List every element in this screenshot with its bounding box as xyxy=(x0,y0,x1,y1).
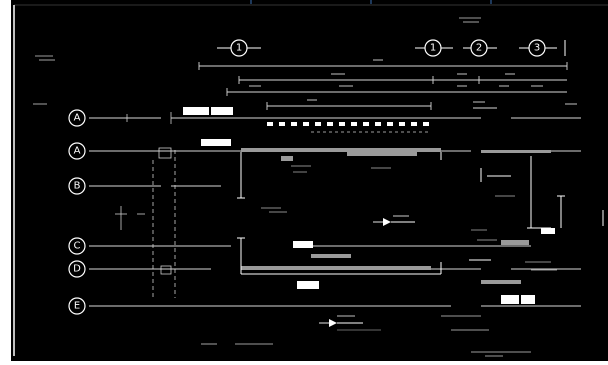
grid-bubble-col-3: 3 xyxy=(519,39,566,57)
grid-label-row-a2: A xyxy=(74,146,81,157)
inner-dimension-line xyxy=(266,99,577,110)
interior-details xyxy=(261,165,557,271)
grid-label-col-1-right: 1 xyxy=(430,43,436,54)
grid-bubble-col-1-left: 1 xyxy=(217,39,261,57)
drawing-title-marker xyxy=(319,315,381,331)
floor-plan-drawing: 1 1 2 3 xyxy=(13,0,608,357)
grid-bubble-row-e: E xyxy=(68,297,86,315)
grid-bubble-col-2: 2 xyxy=(463,39,497,57)
sheet-note-top-left xyxy=(35,55,55,61)
grid-bubble-col-1-right: 1 xyxy=(415,39,453,57)
overall-dimension-line xyxy=(198,59,568,70)
drawing-canvas[interactable]: 1 1 2 3 xyxy=(11,0,608,361)
grid-bubble-row-a2: A xyxy=(68,142,86,160)
north-arrow-icon xyxy=(459,17,481,23)
grid-label-row-e: E xyxy=(74,301,80,312)
right-wing-outline xyxy=(469,156,565,261)
grid-label-row-b: B xyxy=(74,181,81,192)
grid-label-row-d: D xyxy=(73,264,81,275)
grid-bubble-row-a: A xyxy=(68,109,86,127)
main-hall-outline xyxy=(237,152,442,275)
small-ticks-row-a xyxy=(126,112,431,133)
window-ticks-row-a xyxy=(267,122,429,126)
left-wing-details xyxy=(115,147,176,300)
partial-dimension-line-1 xyxy=(238,73,567,84)
grid-label-row-c: C xyxy=(74,241,81,252)
solid-wall-blocks xyxy=(183,107,555,304)
grid-bubble-row-d: D xyxy=(68,260,86,278)
partial-dimension-line-2 xyxy=(226,85,567,96)
bottom-section-lines xyxy=(201,315,531,357)
grid-label-col-3: 3 xyxy=(534,43,540,54)
grey-beam-bands xyxy=(241,148,551,284)
grid-label-col-2: 2 xyxy=(476,43,482,54)
grid-bubble-row-c: C xyxy=(68,237,86,255)
grid-label-row-a: A xyxy=(74,113,81,124)
section-marker-icon xyxy=(373,215,415,226)
grid-label-col-1-left: 1 xyxy=(236,43,242,54)
grid-bubble-row-b: B xyxy=(68,177,86,195)
grid-axis-lines xyxy=(89,117,581,307)
